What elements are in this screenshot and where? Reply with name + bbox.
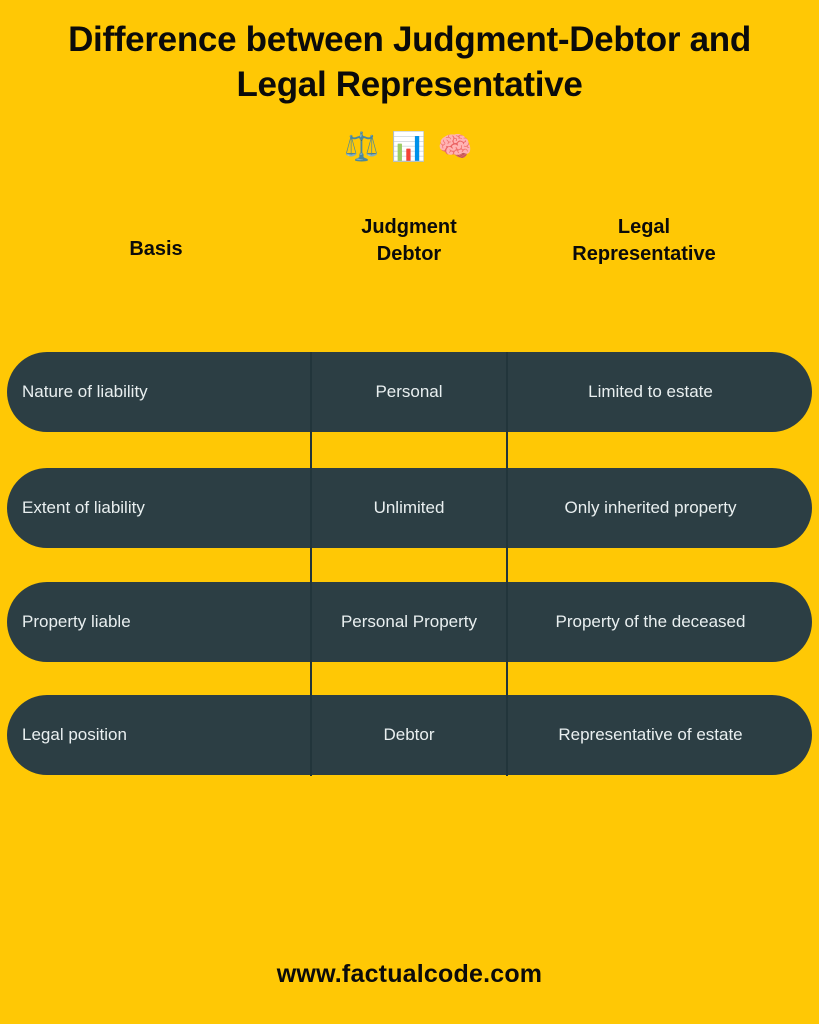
- cell-legal-representative: Limited to estate: [588, 382, 713, 402]
- table-row: Property liable Personal Property Proper…: [7, 582, 812, 662]
- table-row: Extent of liability Unlimited Only inher…: [7, 468, 812, 548]
- column-divider-2: [506, 352, 508, 776]
- cell-judgment-debtor: Personal Property: [340, 612, 478, 632]
- title-block: Difference between Judgment-Debtor and L…: [0, 18, 819, 108]
- footer-website: www.factualcode.com: [276, 960, 543, 988]
- table-row: Legal position Debtor Representative of …: [7, 695, 812, 775]
- balance-scale-icon: ⚖️: [344, 131, 382, 162]
- emoji-decoration-row: ⚖️ 📊 🧠: [0, 133, 819, 161]
- brain-icon: 🧠: [437, 131, 475, 162]
- cell-legal-representative: Property of the deceased: [555, 612, 746, 632]
- cell-legal-representative: Only inherited property: [564, 498, 737, 518]
- column-header-legal-representative-line2: Representative: [572, 243, 716, 265]
- column-header-legal-representative-line1: Legal: [617, 216, 671, 238]
- table-row: Nature of liability Personal Limited to …: [7, 352, 812, 432]
- column-header-legal-representative: Legal Representative: [507, 214, 781, 268]
- cell-judgment-debtor: Unlimited: [373, 498, 445, 518]
- page-title: Difference between Judgment-Debtor and L…: [68, 20, 751, 104]
- bar-chart-icon: 📊: [391, 131, 428, 162]
- cell-basis: Nature of liability: [22, 382, 148, 402]
- comparison-table: Nature of liability Personal Limited to …: [0, 352, 819, 776]
- column-header-judgment-debtor-line1: Judgment: [361, 216, 457, 238]
- cell-judgment-debtor: Debtor: [383, 725, 435, 745]
- cell-basis: Extent of liability: [22, 498, 145, 518]
- table-header-row: Basis Judgment Debtor Legal Representati…: [0, 214, 819, 294]
- column-header-basis-line1: Basis: [129, 238, 183, 260]
- cell-judgment-debtor: Personal: [375, 382, 443, 402]
- column-divider-1: [310, 352, 312, 776]
- cell-basis: Legal position: [22, 725, 127, 745]
- cell-basis: Property liable: [22, 612, 131, 632]
- column-header-judgment-debtor-line2: Debtor: [376, 243, 442, 265]
- column-header-judgment-debtor: Judgment Debtor: [311, 214, 507, 268]
- cell-legal-representative: Representative of estate: [558, 725, 743, 745]
- column-header-basis: Basis: [76, 236, 236, 263]
